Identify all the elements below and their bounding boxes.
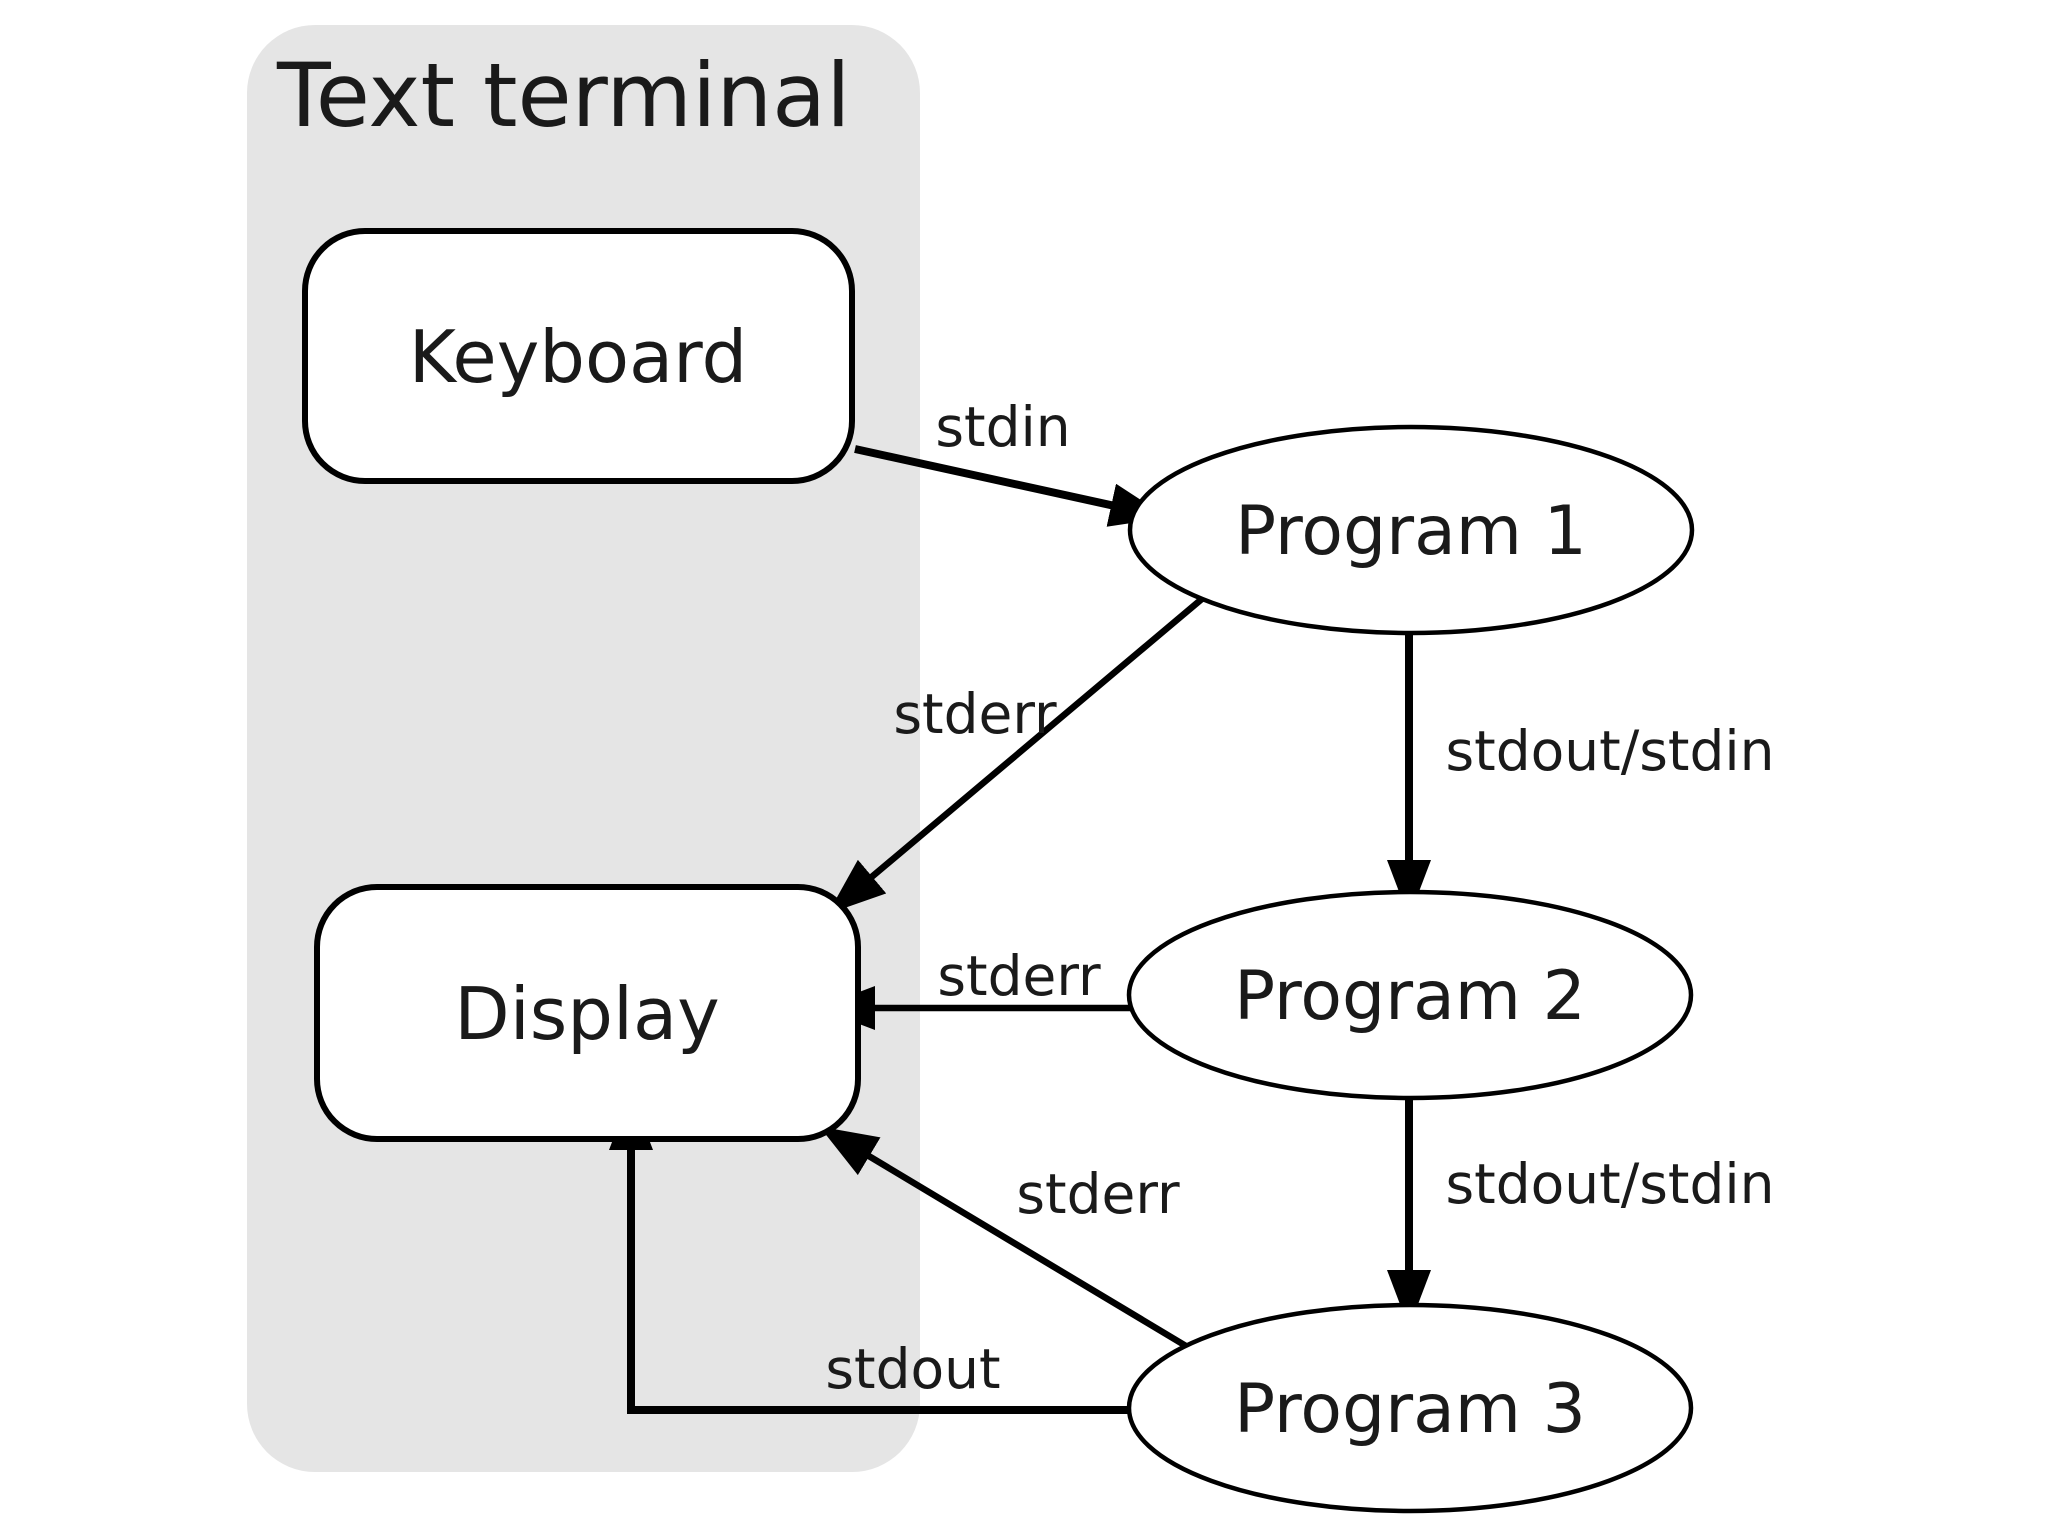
stderr-program2-edge-label: stderr xyxy=(937,944,1101,1008)
keyboard-box xyxy=(302,228,855,484)
panel-title: Text terminal xyxy=(276,44,851,147)
edge-stderr-program1 xyxy=(827,595,1206,915)
program2-label: Program 2 xyxy=(1234,957,1586,1036)
edge-stdin xyxy=(854,445,1168,527)
display-label: Display xyxy=(454,972,719,1056)
edge-stdout xyxy=(609,1092,1129,1414)
program1-label: Program 1 xyxy=(1235,492,1587,571)
display-box xyxy=(314,884,861,1142)
edges-group xyxy=(609,445,1431,1414)
program3-ellipse xyxy=(1126,1302,1694,1514)
node-program2: Program 2 xyxy=(1126,889,1694,1101)
node-program3: Program 3 xyxy=(1126,1302,1694,1514)
keyboard-label: Keyboard xyxy=(409,315,747,399)
stdout-stdin-1-edge-label: stdout/stdin xyxy=(1445,719,1774,783)
stderr-program3-edge-label: stderr xyxy=(1016,1162,1180,1226)
stdout-stdin-2-edge-label: stdout/stdin xyxy=(1445,1152,1774,1216)
stderr-program1-edge-label: stderr xyxy=(893,682,1057,746)
edge-stderr-program3 xyxy=(819,1125,1188,1349)
edge-labels-group: stdin stderr stdout/stdin stderr stdout/… xyxy=(825,395,1774,1401)
stdin-edge-label: stdin xyxy=(935,395,1070,459)
program3-label: Program 3 xyxy=(1234,1370,1586,1449)
node-display: Display xyxy=(314,884,861,1142)
node-program1: Program 1 xyxy=(1127,424,1695,636)
program2-ellipse xyxy=(1126,889,1694,1101)
stdout-edge-label: stdout xyxy=(825,1337,1000,1401)
program1-ellipse xyxy=(1127,424,1695,636)
node-keyboard: Keyboard xyxy=(302,228,855,484)
